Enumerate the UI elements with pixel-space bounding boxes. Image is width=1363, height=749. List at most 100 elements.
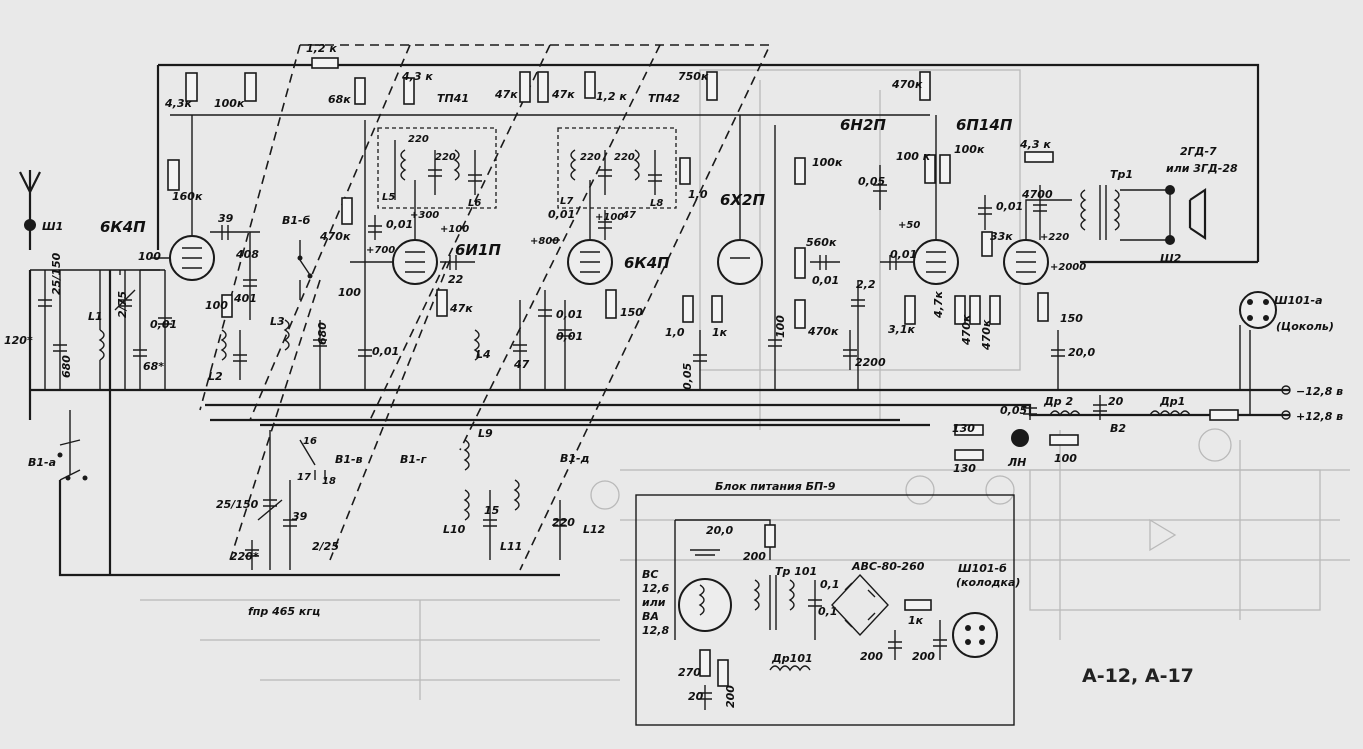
r130a-label: 130 [952, 422, 975, 435]
c408-label: 408 [235, 248, 259, 261]
c220c-label: 220 [580, 152, 601, 163]
tube-6x2p-label: 6Х2П [720, 191, 765, 209]
b1d-label: В1-д [560, 452, 590, 465]
tube-6p14p-label: 6П14П [956, 116, 1013, 134]
c100b-label: 100 [338, 286, 361, 299]
c47-top-label: 47 [621, 210, 636, 221]
speaker-connector-label: Ш2 [1160, 252, 1182, 265]
supply-neg-label: −12,8 в [1296, 385, 1343, 398]
c15-label: 15 [484, 504, 500, 517]
r1k-label: 1к [712, 326, 728, 339]
r31-label: 3,1к [888, 323, 915, 336]
l11-label: L11 [500, 540, 522, 553]
c001a-label: 0,01 [150, 318, 177, 331]
vibrator-l5: 12,8 [642, 624, 669, 637]
l4-label: L4 [476, 348, 491, 361]
plug-a-label: Ш101-а [1274, 294, 1323, 307]
c100a-label: 100 [138, 250, 161, 263]
l10-label: L10 [443, 523, 466, 536]
r100-c-label: 100 к [896, 150, 931, 163]
r470c-label: 470к [960, 314, 973, 346]
vibrator-l1: ВС [642, 568, 658, 581]
l7-label: L7 [560, 196, 573, 207]
c001b-label: 0,01 [372, 345, 399, 358]
sw16-label: 16 [303, 436, 317, 447]
c20-label: 20 [1108, 395, 1124, 408]
r470b-label: 470к [807, 325, 839, 338]
switch-b1a-label: В1-а [28, 456, 56, 469]
tube-6k4p-2: 6К4П 47к 47к 1,2 к ТП42 220 220 L7 L8 +8… [494, 71, 680, 390]
tube-6k4p-1-label: 6К4П [100, 218, 146, 236]
r470d-label: 470к [980, 319, 993, 351]
tube-6k4p-1: 6К4П 100 0,01 4,3к 160к 100к [100, 72, 257, 331]
gang-dashed-lines [199, 44, 772, 571]
tube-6p14p: 6П14П 0,01 33к 4,3 к 4700 +220 +2000 150… [956, 116, 1095, 390]
c220d-label: 220 [614, 152, 635, 163]
psu-r2-label: 1к [908, 614, 924, 627]
l2-label: L2 [208, 370, 223, 383]
r470k-osc-label: 470к [319, 230, 351, 243]
c47-label: 47 [513, 358, 530, 371]
c005c-label: 0,05 [1000, 404, 1027, 417]
c001c-label: 0,01 [548, 208, 575, 221]
tube-6i1p-label: 6И1П [455, 241, 501, 259]
vibrator-l2: 12,6 [642, 582, 669, 595]
speaker-alt-label: или 3ГД-28 [1166, 162, 1238, 175]
switch-b1b-label: В1-б [282, 214, 311, 227]
c220f-label: 220 [552, 516, 575, 529]
c001g-label: 0,01 [890, 248, 917, 261]
b1g-label: В1-г [400, 453, 428, 466]
plug-b-note: (колодка) [956, 576, 1020, 589]
v-p100a-label: +100 [440, 224, 469, 235]
band-switch-bank: 25/150 39 220* 2/25 В1-в 16 17 18 В1-г L… [216, 329, 606, 618]
tube-6i1p: 6И1П 1,2 к 68к 4,3 к 470к 100 0,01 0,01 … [306, 42, 501, 390]
psu-rectifier-label: АВС-80-260 [851, 560, 925, 573]
plug-b-label: Ш101-б [958, 562, 1007, 575]
r100f-label: 100 [1054, 452, 1077, 465]
c275-label: 2/75 [116, 291, 129, 318]
r560-label: 560к [806, 236, 837, 249]
tube-6n2p: 6Н2П 470к 100 к 100к 0,05 +50 0,01 2,2 2… [840, 71, 1001, 390]
r47d-label: 4,7к [932, 291, 945, 319]
vibrator-l4: ВА [642, 610, 659, 623]
tr1-label: Тр1 [1110, 168, 1133, 181]
sw17-label: 17 [297, 472, 311, 483]
background-ghost-lines [140, 69, 1350, 700]
c005b-label: 0,05 [858, 175, 885, 188]
v-p300-label: +300 [410, 210, 439, 221]
supply-section: Ш101-а (Цоколь) −12,8 в +12,8 в Др1 Др 2… [952, 291, 1343, 475]
v-p100b-label: +100 [595, 212, 624, 223]
c120-label: 120* [4, 334, 33, 347]
antenna-connector-label: Ш1 [42, 220, 63, 233]
r33-label: 33к [990, 230, 1013, 243]
c225-label: 2/25 [312, 540, 339, 553]
tube-6n2p-label: 6Н2П [840, 116, 886, 134]
c005a-label: 0,05 [681, 363, 694, 390]
lamp-label: ЛН [1007, 456, 1026, 469]
r10-label: 1,0 [688, 188, 708, 201]
c220a-label: 220 [408, 134, 429, 145]
c220e-label: 220* [230, 550, 259, 563]
c001f-label: 0,01 [812, 274, 839, 287]
v-p800-label: +800 [530, 236, 559, 247]
r10b-label: 1,0 [665, 326, 685, 339]
r12-label: 1,2 к [596, 90, 627, 103]
psu-c5-label: 200 [912, 650, 935, 663]
psu-block: Блок питания БП-9 20,0 200 ВС 12,6 или В… [635, 480, 1020, 726]
r160-label: 160к [172, 190, 203, 203]
c200-label: 20,0 [1068, 346, 1095, 359]
b1v-label: В1-в [335, 453, 363, 466]
r43-out-label: 4,3 к [1019, 138, 1051, 151]
c22-label: 22 [448, 273, 464, 286]
c680-label: 680 [60, 355, 73, 378]
c4700-label: 4700 [1021, 188, 1053, 201]
psu-r4-label: 200 [724, 685, 737, 708]
c2200-label: 2200 [855, 356, 886, 369]
c680b-label: 680 [316, 322, 329, 345]
c68-label: 68* [143, 360, 164, 373]
v-p700-label: +700 [366, 245, 395, 256]
r100-left-label: 100к [214, 97, 245, 110]
dr1-label: Др1 [1159, 395, 1185, 408]
c100c-label: 100 [774, 315, 787, 338]
